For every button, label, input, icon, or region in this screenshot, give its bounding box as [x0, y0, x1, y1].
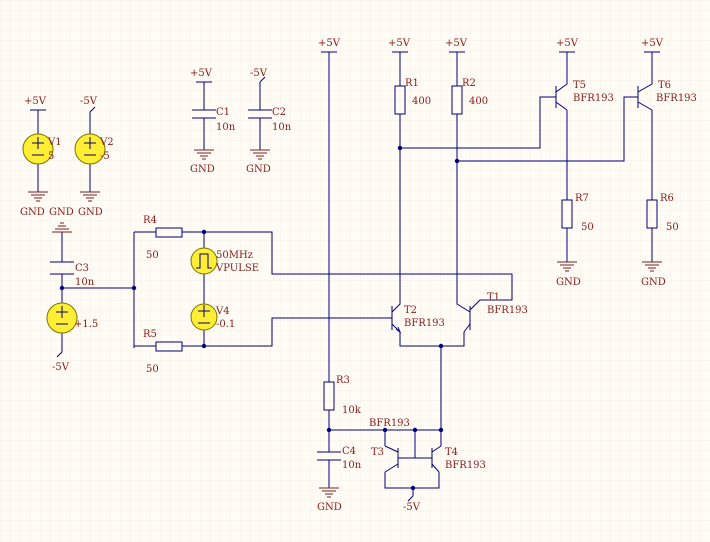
label-c4-name: C4: [342, 446, 356, 457]
ground-symbols: [28, 149, 662, 498]
label-t5-part: BFR193: [573, 93, 614, 104]
label-gnd-v1: GND: [20, 207, 45, 218]
label-r3-value: 10k: [342, 405, 362, 416]
label-gnd-c1: GND: [190, 164, 215, 175]
label-r2-value: 400: [469, 96, 488, 107]
label-t1-part: BFR193: [487, 305, 528, 316]
label-vee-c2: -5V: [250, 68, 268, 79]
label-v2-name: V2: [99, 137, 114, 148]
label-t3-part: BFR193: [369, 418, 410, 429]
label-gnd-c2: GND: [246, 164, 271, 175]
label-t3-name: T3: [371, 447, 384, 458]
label-r2-name: R2: [462, 78, 476, 89]
label-c4-value: 10n: [342, 460, 362, 471]
label-r7-name: R7: [575, 193, 589, 204]
label-gnd-r6: GND: [641, 277, 666, 288]
label-r3-name: R3: [336, 375, 350, 386]
label-r5-value: 50: [146, 364, 159, 375]
label-vee-v3: -5V: [52, 362, 70, 373]
label-c2-name: C2: [272, 107, 286, 118]
label-r4-name: R4: [143, 215, 157, 226]
label-t2-name: T2: [404, 305, 417, 316]
labels: +5V -5V +5V -5V +5V +5V +5V +5V +5V -5V …: [20, 38, 697, 513]
label-vee-mirror: -5V: [403, 502, 421, 513]
capacitors: [50, 109, 341, 461]
resistors: [155, 85, 658, 411]
label-gnd-c3: GND: [49, 207, 74, 218]
label-t6-part: BFR193: [656, 93, 697, 104]
label-vcc-t6: +5V: [641, 38, 664, 49]
label-pulse-freq: 50MHz: [216, 250, 253, 261]
label-r6-name: R6: [660, 193, 674, 204]
label-v4-value: -0.1: [216, 319, 235, 330]
label-vcc-r1: +5V: [388, 38, 411, 49]
label-t4-part: BFR193: [445, 460, 486, 471]
label-t4-name: T4: [445, 447, 458, 458]
voltage-sources: [22, 133, 218, 334]
label-vcc-t5: +5V: [556, 38, 579, 49]
label-t2-part: BFR193: [404, 318, 445, 329]
label-v3-value: +1.5: [74, 319, 98, 330]
label-r5-name: R5: [143, 329, 157, 340]
label-c1-value: 10n: [216, 122, 236, 133]
label-pulse-name: VPULSE: [215, 263, 259, 274]
label-r1-name: R1: [405, 78, 419, 89]
junctions: [59, 145, 460, 491]
label-vcc-r3: +5V: [318, 38, 341, 49]
label-vcc-v1: +5V: [24, 96, 47, 107]
label-r1-value: 400: [412, 96, 431, 107]
label-r4-value: 50: [146, 250, 159, 261]
label-v1-value: 5: [48, 151, 54, 162]
label-c1-name: C1: [216, 107, 230, 118]
label-c2-value: 10n: [272, 122, 292, 133]
label-t5-name: T5: [573, 80, 586, 91]
label-gnd-c4: GND: [317, 502, 342, 513]
label-vee-v2: -5V: [80, 96, 98, 107]
source-vpulse: [190, 247, 218, 275]
label-v4-name: V4: [215, 306, 230, 317]
label-vcc-c1: +5V: [190, 68, 213, 79]
label-gnd-r7: GND: [556, 277, 581, 288]
label-c3-name: C3: [75, 263, 89, 274]
label-v1-name: V1: [47, 137, 62, 148]
label-t6-name: T6: [658, 80, 671, 91]
label-vcc-r2: +5V: [445, 38, 468, 49]
power-symbols: [30, 51, 660, 502]
transistors: [380, 82, 653, 473]
label-r7-value: 50: [581, 222, 594, 233]
label-v2-value: -5: [100, 151, 110, 162]
wires: [37, 52, 653, 496]
label-gnd-v2: GND: [78, 207, 103, 218]
label-c3-value: 10n: [75, 277, 95, 288]
label-t1-name: T1: [487, 292, 500, 303]
label-r6-value: 50: [666, 222, 679, 233]
